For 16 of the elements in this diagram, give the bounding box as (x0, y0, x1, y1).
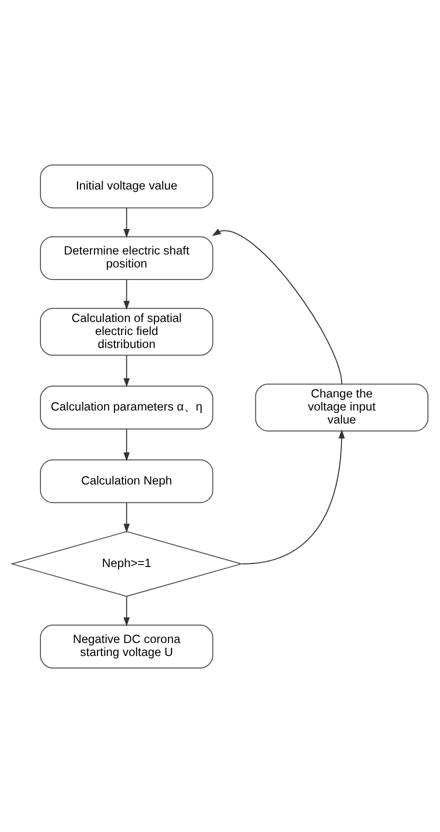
node-box: Negative DC corona starting voltage U (40, 624, 214, 668)
node-diamond: Neph>=1 (10, 530, 243, 596)
arrow (123, 595, 130, 626)
node-box: Change the voltage input value (255, 383, 428, 431)
arrow (123, 278, 130, 310)
node-box: Initial voltage value (40, 164, 214, 208)
arrow (123, 354, 130, 387)
arrow (123, 502, 130, 532)
arrow (242, 428, 345, 564)
node-box: Calculation Neph (40, 458, 214, 503)
arrow (212, 228, 342, 384)
node-box: Determine electric shaft position (40, 236, 214, 280)
arrow (123, 206, 130, 238)
node-box: Calculation of spatial electric field distribution (40, 307, 214, 356)
node-box: Calculation parameters α、η (40, 385, 214, 429)
arrow (123, 428, 130, 461)
